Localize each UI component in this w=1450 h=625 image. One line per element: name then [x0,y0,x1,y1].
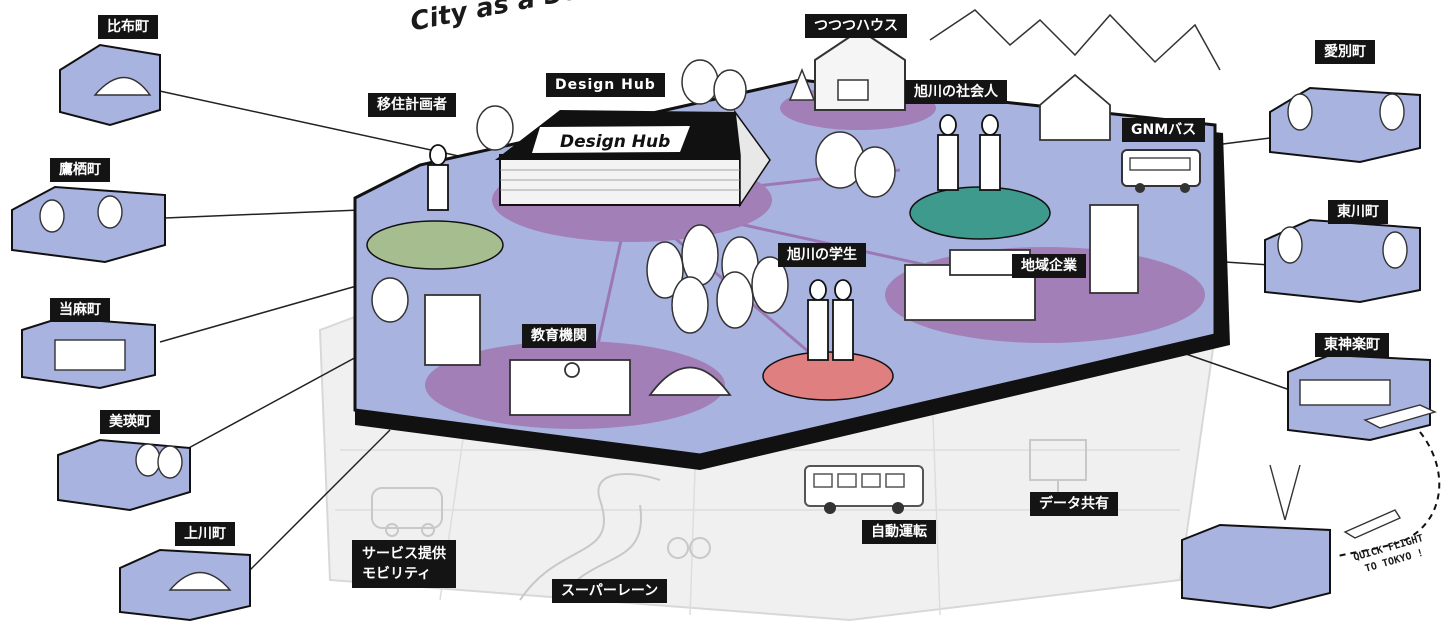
node-label-student: 旭川の学生 [778,243,866,267]
autonomous-bus-icon [804,465,924,514]
district-takasu-platform [11,185,166,264]
node-label-bus: GNMバス [1122,118,1206,142]
infra-label-service-line2: モビリティ [362,566,432,582]
design-hub-roof-text: Design Hub [560,132,670,152]
district-label-takasu: 鷹栖町 [50,158,110,182]
district-label-higashikawa: 東川町 [1328,200,1388,224]
district-label-toma: 当麻町 [50,298,110,322]
zone-settler [366,220,504,270]
infra-label-data-share: データ共有 [1030,492,1118,516]
tokyo-platform [1181,523,1331,610]
gnm-bus-icon [1121,149,1201,193]
chalet [1039,73,1111,141]
district-label-aibetsu: 愛別町 [1315,40,1375,64]
mountains-sketch [929,9,1221,71]
district-label-higashikagura: 東神楽町 [1315,333,1389,357]
trees [371,59,896,334]
district-higashikawa-platform [1264,218,1421,304]
node-label-house: つつつハウス [805,14,907,38]
district-label-kamikawa: 上川町 [175,522,235,546]
node-label-company: 地域企業 [1012,254,1086,278]
infra-label-service: サービス提供 モビリティ [352,540,456,588]
infra-label-autodrive: 自動運転 [862,520,936,544]
district-sketches [39,77,1437,591]
infra-label-service-line1: サービス提供 [362,546,446,562]
node-label-worker: 旭川の社会人 [905,80,1007,104]
district-label-biei: 比布町 [98,15,158,39]
design-hub-building: Design Hub [495,109,771,208]
house-building [788,28,906,111]
flight-path [1337,431,1441,557]
people-figures [427,114,1001,361]
node-label-settler: 移住計画者 [368,93,456,117]
district-label-bieicho: 美瑛町 [100,410,160,434]
design-hub-label: Design Hub [546,73,665,97]
infra-label-superlane: スーパーレーン [552,579,668,603]
education-buildings [424,294,732,416]
zone-worker [909,186,1051,240]
node-label-education: 教育機関 [522,324,596,348]
